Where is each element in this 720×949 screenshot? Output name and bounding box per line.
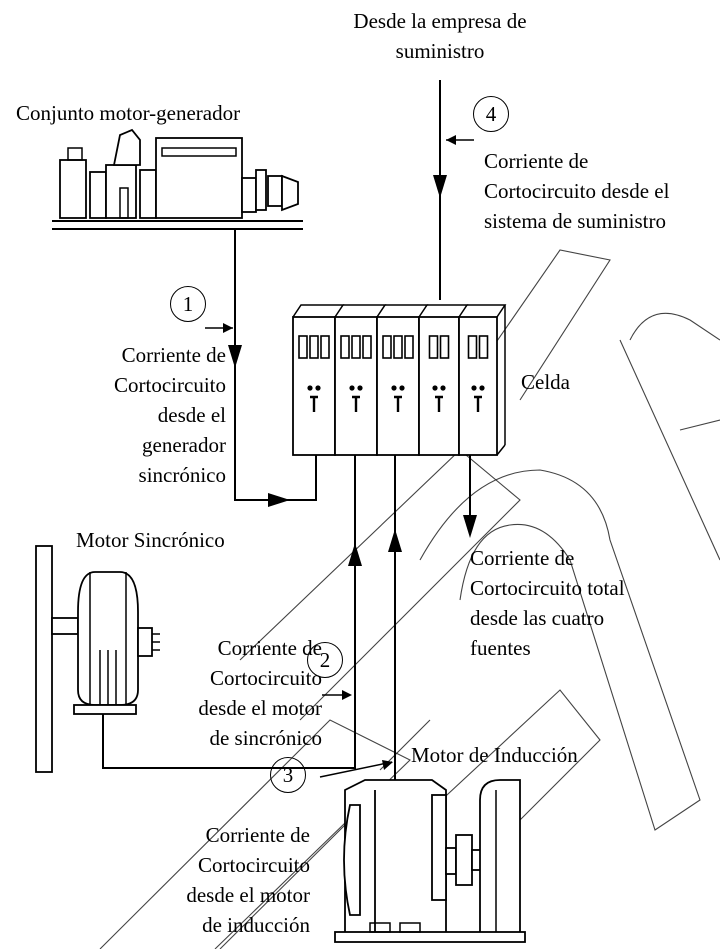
motor-generator-label: Conjunto motor-generador — [16, 101, 241, 125]
indicator-dot — [432, 385, 438, 391]
cell-window — [382, 335, 392, 359]
indicator-dot — [479, 385, 485, 391]
induction-motor — [334, 779, 526, 943]
switch-symbol — [474, 395, 482, 412]
indicator-dot — [357, 385, 363, 391]
cell-window — [351, 335, 361, 359]
cell-window — [298, 335, 308, 359]
cell-window — [362, 335, 372, 359]
switch-symbol — [394, 395, 402, 412]
switchgear-cell — [292, 304, 507, 456]
cell-window — [320, 335, 330, 359]
indicator-dot — [471, 385, 477, 391]
indicator-dot — [349, 385, 355, 391]
switch-symbol — [435, 395, 443, 412]
cell-window — [393, 335, 403, 359]
cell-window — [439, 335, 450, 359]
cell-window — [404, 335, 414, 359]
total-arrow — [463, 515, 477, 538]
supply-current-label: Corriente de Cortocircuito desde el sist… — [484, 149, 670, 233]
supply-arrow — [433, 175, 447, 198]
cell-window — [428, 335, 439, 359]
indicator-dot — [315, 385, 321, 391]
induction-motor-label: Motor de Inducción — [411, 743, 578, 767]
cell-window — [478, 335, 489, 359]
switch-symbol — [352, 395, 360, 412]
generator-current-label: Corriente de Cortocircuito desde el gene… — [114, 343, 226, 487]
cell-window — [340, 335, 350, 359]
sync-motor-line — [102, 455, 356, 769]
motor-generator-set — [52, 128, 303, 230]
indicator-dot — [440, 385, 446, 391]
marker-3: 3 — [270, 757, 306, 793]
marker-2: 2 — [307, 642, 343, 678]
induction-current-label: Corriente de Cortocircuito desde el moto… — [186, 823, 310, 937]
indicator-dot — [399, 385, 405, 391]
cell-window — [309, 335, 319, 359]
supply-title: Desde la empresa de suministro — [353, 9, 527, 63]
generator-arrow — [228, 345, 242, 368]
marker-4: 4 — [473, 96, 509, 132]
cell-label: Celda — [521, 370, 570, 394]
synchronous-motor — [35, 545, 160, 773]
cell-window — [467, 335, 478, 359]
indicator-dot — [391, 385, 397, 391]
indicator-dot — [307, 385, 313, 391]
marker-1: 1 — [170, 286, 206, 322]
switch-symbol — [310, 395, 318, 412]
watermark — [99, 249, 720, 949]
total-current-label: Corriente de Cortocircuito total desde l… — [470, 546, 625, 660]
sync-motor-current-label: Corriente de Cortocircuito desde el moto… — [198, 636, 322, 750]
synchronous-motor-label: Motor Sincrónico — [76, 528, 225, 552]
pointer-3 — [319, 761, 393, 778]
